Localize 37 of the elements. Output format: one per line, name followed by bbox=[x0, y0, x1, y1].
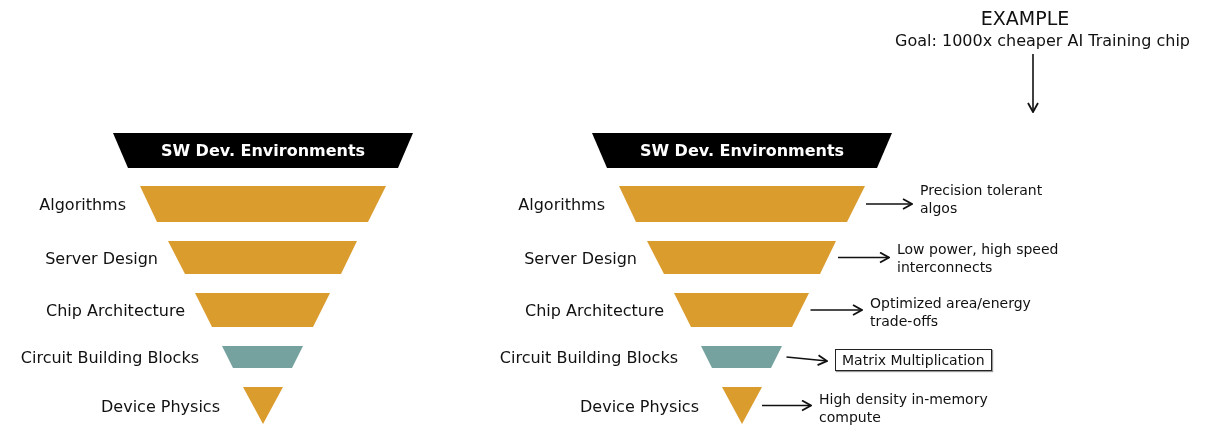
arrow bbox=[837, 251, 890, 264]
arrow bbox=[761, 399, 812, 412]
layer-label: Server Design bbox=[45, 248, 158, 267]
funnel-layer bbox=[701, 346, 782, 368]
note-text: Optimized area/energy trade-offs bbox=[870, 294, 1060, 330]
funnel-layer bbox=[674, 293, 809, 327]
funnel-layer bbox=[195, 293, 330, 327]
layer-label: Server Design bbox=[524, 248, 637, 267]
layer-label: Device Physics bbox=[101, 396, 220, 415]
layer-label: Circuit Building Blocks bbox=[499, 347, 678, 367]
funnel-layer bbox=[168, 241, 357, 274]
layer-label: Chip Architecture bbox=[525, 300, 664, 320]
heading: EXAMPLE bbox=[979, 6, 1071, 30]
arrow bbox=[865, 198, 913, 210]
funnel-layer bbox=[647, 241, 836, 274]
arrow bbox=[785, 354, 828, 366]
layer-label: Chip Architecture bbox=[46, 300, 185, 320]
note-text: Low power, high speed interconnects bbox=[897, 240, 1087, 276]
note-text: High density in-memory compute bbox=[819, 390, 1019, 426]
layer-label: Device Physics bbox=[580, 396, 699, 415]
band-title: SW Dev. Environments bbox=[638, 140, 846, 162]
boxed-note: Matrix Multiplication bbox=[835, 349, 992, 371]
goal-text: Goal: 1000x cheaper AI Training chip bbox=[894, 30, 1190, 52]
layer-label: Algorithms bbox=[39, 194, 126, 214]
funnel-layer bbox=[140, 186, 386, 222]
funnel-layer bbox=[619, 186, 865, 222]
arrow bbox=[809, 304, 863, 316]
header-band bbox=[592, 133, 892, 168]
layer-label: Algorithms bbox=[518, 194, 605, 214]
funnel-triangle bbox=[722, 387, 762, 424]
header-band bbox=[113, 133, 413, 168]
layer-label: Circuit Building Blocks bbox=[20, 347, 199, 367]
funnel-layer bbox=[222, 346, 303, 368]
arrow bbox=[1027, 53, 1039, 113]
note-text: Precision tolerant algos bbox=[920, 181, 1070, 217]
band-title: SW Dev. Environments bbox=[159, 140, 367, 162]
funnel-triangle bbox=[243, 387, 283, 424]
